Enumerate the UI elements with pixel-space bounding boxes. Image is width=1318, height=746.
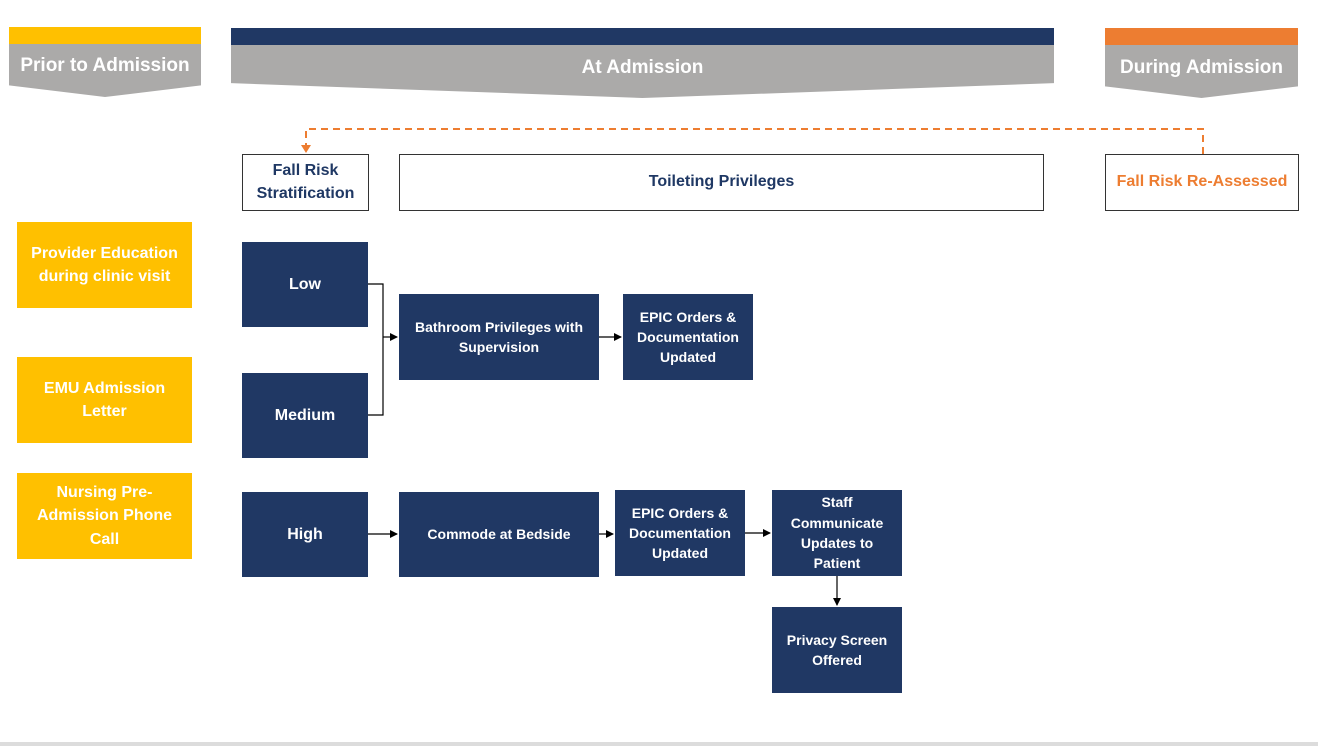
epic-orders-low-label: EPIC Orders & Documentation Updated [637,308,739,366]
phase-during-label: During Admission [1120,56,1283,78]
fall-risk-stratification-label: Fall Risk Stratification [256,162,355,202]
privacy-screen-label: Privacy Screen Offered [786,631,888,668]
risk-high-label: High [287,525,323,543]
commode-bedside-label: Commode at Bedside [427,526,571,543]
fall-risk-stratification-header: Fall Risk Stratification [242,154,369,211]
prior-accent-bar [9,27,201,44]
epic-orders-high-label: EPIC Orders & Documentation Updated [629,504,731,562]
epic-orders-high-box: EPIC Orders & Documentation Updated [615,490,745,576]
phase-prior-label: Prior to Admission [20,54,190,76]
low-medium-bracket [368,283,384,416]
bathroom-privileges-label: Bathroom Privileges with Supervision [414,318,584,355]
epic-orders-low-box: EPIC Orders & Documentation Updated [623,294,753,380]
provider-education-box: Provider Education during clinic visit [17,222,192,308]
during-accent-bar [1105,28,1298,45]
emu-admission-letter-label: EMU Admission Letter [43,379,166,420]
commode-bedside-box: Commode at Bedside [399,492,599,577]
toileting-privileges-label: Toileting Privileges [648,173,795,191]
staff-communicate-label: Staff Communicate Updates to Patient [790,494,884,572]
phase-at-admission: At Admission [231,45,1054,98]
phase-during-admission: During Admission [1105,45,1298,98]
toileting-privileges-header: Toileting Privileges [399,154,1044,211]
risk-low-label: Low [289,275,321,293]
risk-low-box: Low [242,242,368,327]
reassess-arrowhead [301,145,311,153]
provider-education-label: Provider Education during clinic visit [31,244,178,285]
phase-prior-to-admission: Prior to Admission [9,44,201,97]
nursing-phone-call-label: Nursing Pre-Admission Phone Call [36,484,173,548]
risk-medium-box: Medium [242,373,368,458]
bottom-divider [0,742,1318,746]
phase-at-label: At Admission [581,56,704,78]
risk-high-box: High [242,492,368,577]
privacy-screen-box: Privacy Screen Offered [772,607,902,693]
at-accent-bar [231,28,1054,45]
fall-risk-reassessed-label: Fall Risk Re-Assessed [1116,173,1288,191]
emu-admission-letter-box: EMU Admission Letter [17,357,192,443]
bathroom-privileges-box: Bathroom Privileges with Supervision [399,294,599,380]
risk-medium-label: Medium [274,406,336,424]
nursing-phone-call-box: Nursing Pre-Admission Phone Call [17,473,192,559]
fall-risk-reassessed-header: Fall Risk Re-Assessed [1105,154,1299,211]
staff-communicate-box: Staff Communicate Updates to Patient [772,490,902,576]
reassess-loop-connector [305,128,1204,154]
